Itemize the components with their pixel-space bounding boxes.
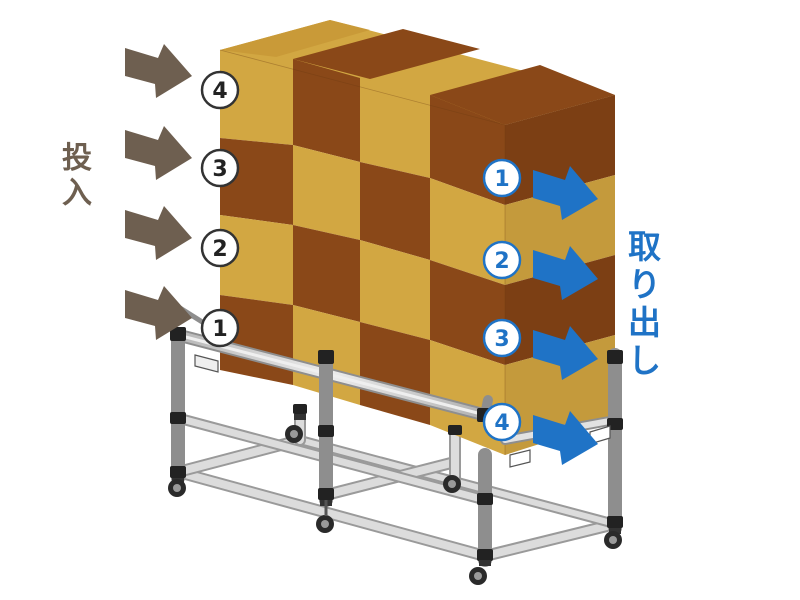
input-marker: 4 — [200, 70, 240, 110]
box — [220, 215, 293, 305]
box — [220, 50, 293, 145]
input-arrow-icon — [125, 126, 192, 180]
box — [293, 145, 360, 240]
input-marker: 1 — [200, 308, 240, 348]
output-marker-label: 3 — [494, 327, 509, 352]
output-label: 取り出し — [628, 228, 661, 380]
rack-frame-front — [170, 305, 623, 567]
box — [360, 162, 430, 260]
frame-joint — [607, 350, 623, 364]
box-top-face — [293, 29, 480, 79]
input-arrow-icon — [125, 44, 192, 98]
input-marker-label: 3 — [212, 157, 227, 182]
stopper — [509, 449, 531, 468]
output-label-char: 取 — [628, 227, 661, 266]
frame-joint — [477, 493, 493, 505]
input-arrow-icon — [125, 206, 192, 260]
input-label-char: 入 — [62, 175, 92, 211]
frame-joint — [477, 549, 493, 561]
input-marker-label: 2 — [212, 237, 227, 262]
box — [360, 240, 430, 340]
frame-joint — [170, 327, 186, 341]
caster-wheel — [443, 475, 461, 493]
input-marker: 3 — [200, 148, 240, 188]
box-top-face — [220, 20, 370, 61]
frame-joint — [170, 412, 186, 424]
output-label-char: り — [628, 264, 661, 304]
frame-joint — [448, 425, 462, 435]
output-arrow-icon — [533, 246, 598, 300]
output-arrows — [533, 166, 598, 465]
frame-joint — [293, 404, 307, 414]
box — [293, 59, 360, 162]
output-markers: 1 2 3 4 — [482, 158, 522, 442]
input-label: 投入 — [62, 141, 92, 211]
output-marker: 3 — [482, 318, 522, 358]
box — [293, 225, 360, 322]
input-arrow-icon — [125, 286, 192, 340]
output-marker: 1 — [482, 158, 522, 198]
output-marker-label: 1 — [494, 167, 509, 192]
frame-joint — [607, 418, 623, 430]
input-marker-label: 4 — [212, 79, 227, 104]
output-arrow-icon — [533, 326, 598, 380]
frame-joint — [607, 516, 623, 528]
input-label-char: 投 — [62, 141, 92, 176]
frame-joint — [170, 466, 186, 478]
caster-wheel — [469, 560, 491, 585]
input-marker: 2 — [200, 228, 240, 268]
caster-wheel — [168, 478, 186, 497]
input-marker-label: 1 — [212, 317, 227, 342]
frame-rail — [174, 468, 489, 560]
output-marker: 2 — [482, 240, 522, 280]
box — [360, 78, 430, 178]
output-arrow-icon — [533, 166, 598, 220]
input-arrows — [125, 44, 192, 340]
caster-wheel — [604, 528, 622, 549]
frame-joint — [318, 425, 334, 437]
box-side — [505, 95, 615, 205]
output-marker-label: 4 — [494, 411, 509, 436]
box-top-face — [430, 65, 615, 125]
output-label-char: し — [628, 340, 661, 380]
box — [220, 138, 293, 225]
output-marker-label: 2 — [494, 249, 509, 274]
frame-joint — [318, 488, 334, 500]
output-arrow-icon — [533, 411, 598, 465]
casters — [168, 414, 622, 585]
caster-wheel — [285, 414, 306, 443]
box-stack — [219, 20, 615, 455]
frame-rail — [481, 520, 619, 560]
frame-joint — [318, 350, 334, 364]
stopper — [194, 354, 219, 373]
output-marker: 4 — [482, 402, 522, 442]
input-markers: 4 3 2 1 — [200, 70, 240, 348]
caster-wheel — [316, 500, 334, 533]
box-front-grid — [220, 50, 505, 455]
box — [360, 322, 430, 425]
output-label-char: 出 — [628, 302, 661, 342]
